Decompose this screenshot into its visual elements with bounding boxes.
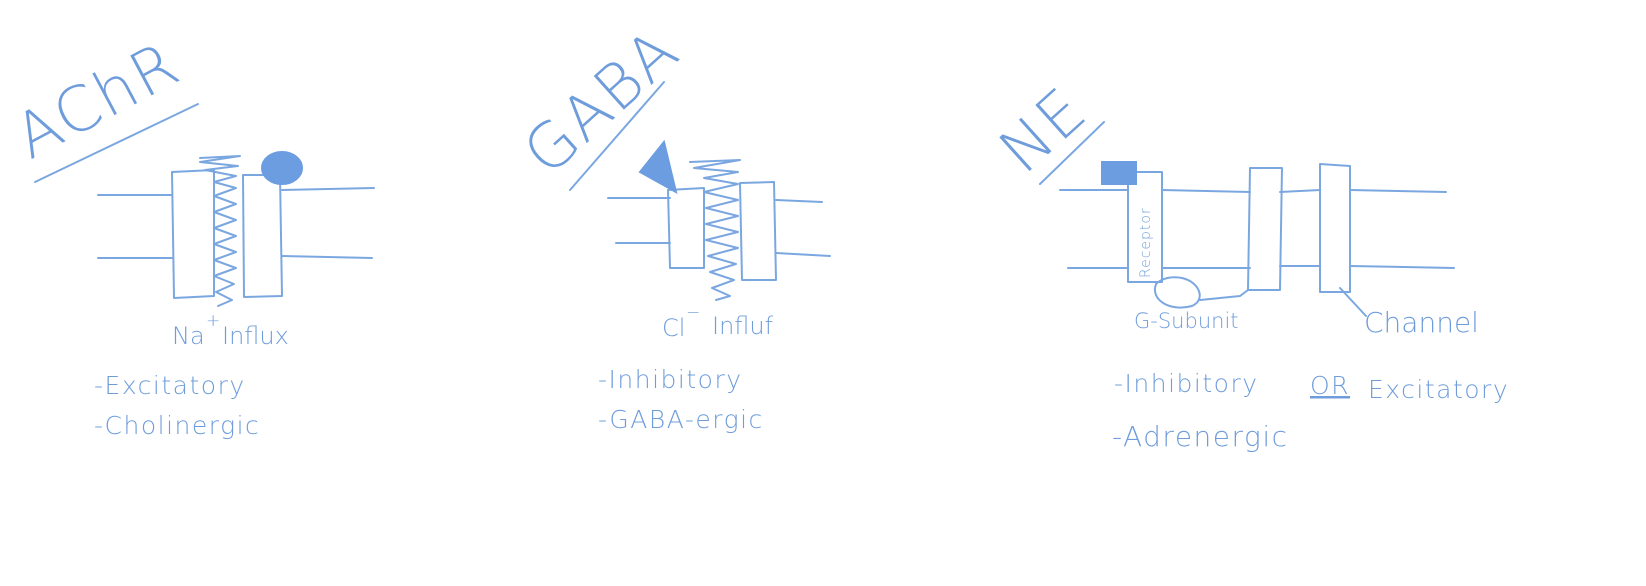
channel-subunit-left <box>171 169 215 299</box>
panel-ne-title: NE <box>985 73 1100 187</box>
ligand-square-icon <box>1101 161 1137 185</box>
ion-label: Cl <box>662 314 685 342</box>
panel-ne-title-underline <box>1039 121 1105 185</box>
g-protein-blob <box>1153 276 1201 309</box>
channel-pointer <box>1339 287 1367 317</box>
property-1: -Excitatory <box>94 371 246 400</box>
membrane-top-line <box>97 187 375 196</box>
property-1b: Excitatory <box>1368 375 1509 404</box>
ion-flow-zigzag <box>689 159 741 301</box>
receptor-subunit <box>1127 171 1163 283</box>
panel-gaba: GABA Cl − Influf -Inhibitory -GABA-ergic <box>509 13 831 434</box>
panel-gaba-title-underline <box>569 81 665 191</box>
membrane-top-line <box>607 197 823 203</box>
channel-subunit-left <box>1247 167 1283 291</box>
connector-or: OR <box>1310 371 1350 400</box>
membrane-bottom-line <box>615 242 831 257</box>
property-2: -Cholinergic <box>94 411 260 440</box>
property-1: -Inhibitory <box>598 365 743 394</box>
membrane-bottom-line <box>1067 265 1455 269</box>
ion-label: Na <box>172 322 205 350</box>
channel-subunit-right <box>739 181 777 281</box>
ligand-circle-icon <box>261 151 303 185</box>
ion-flow-zigzag <box>199 155 241 307</box>
channel-subunit-right <box>1319 163 1351 293</box>
channel-label: Channel <box>1364 306 1479 339</box>
membrane-bottom-line <box>97 255 373 259</box>
ion-charge: + <box>206 311 220 331</box>
ligand-triangle-icon <box>638 139 678 194</box>
property-2: -Adrenergic <box>1112 420 1289 453</box>
property-2: -GABA-ergic <box>598 405 764 434</box>
g-subunit-label: G-Subunit <box>1134 309 1239 333</box>
property-1: -Inhibitory <box>1114 369 1259 398</box>
membrane-top-line <box>1059 189 1447 193</box>
panel-achr: AChR Na + Influx -Excitatory -Cholinergi… <box>3 27 375 440</box>
channel-subunit-right <box>242 174 283 298</box>
receptor-label: Receptor <box>1138 207 1154 278</box>
panel-achr-title-underline <box>34 103 199 183</box>
flux-label: Influx <box>222 322 289 350</box>
panel-ne: NE Receptor G-Subunit Channel -Inhibitor… <box>985 73 1509 453</box>
flux-label: Influf <box>712 312 774 340</box>
g-protein-link <box>1199 289 1249 301</box>
channel-subunit-left <box>667 187 705 269</box>
ion-charge: − <box>686 303 700 323</box>
